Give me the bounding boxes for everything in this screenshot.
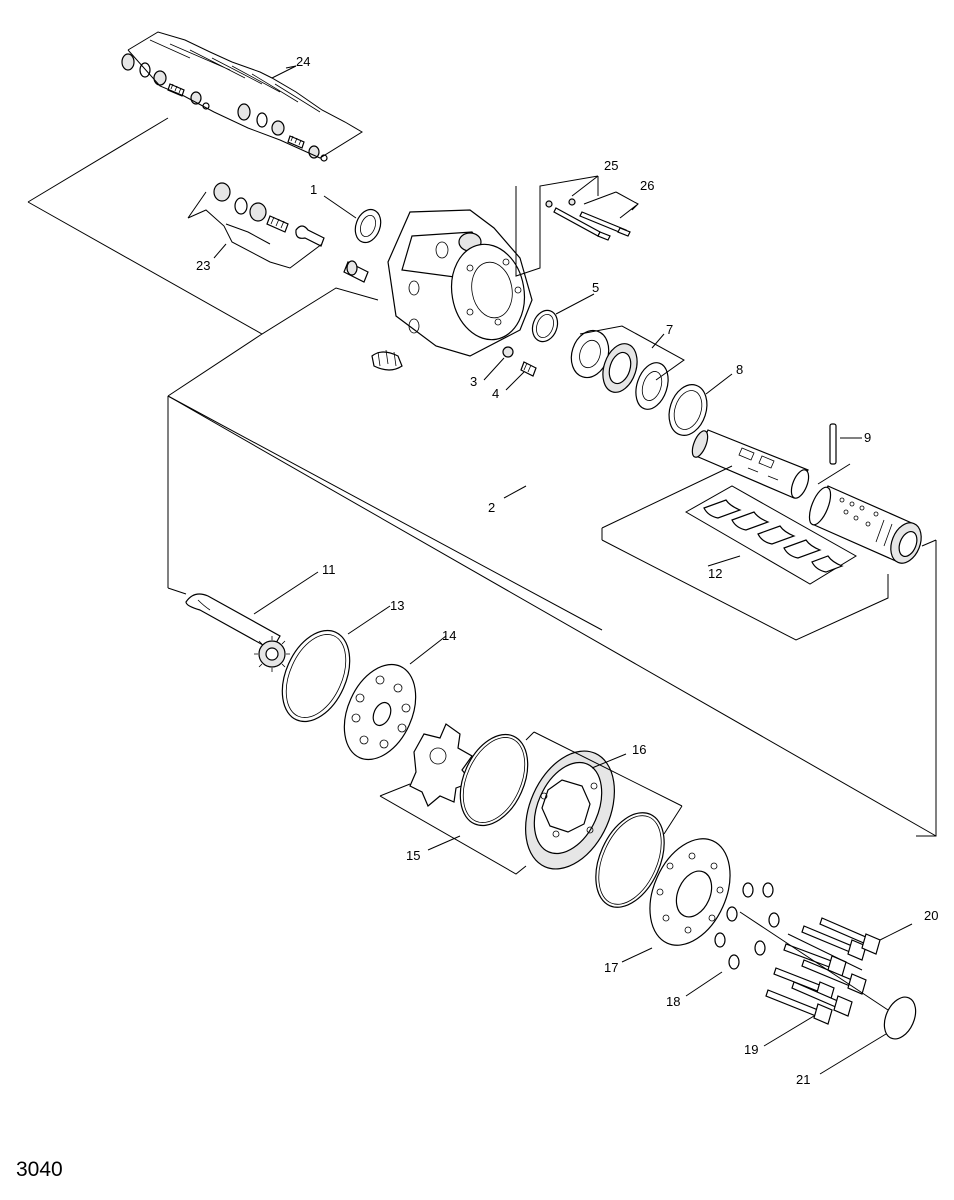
callout-1: 1 [310, 182, 317, 197]
part-4-plug [520, 361, 537, 377]
part-23-group-bracket [187, 191, 323, 269]
callout-16: 16 [632, 742, 646, 757]
callout-19: 19 [744, 1042, 758, 1057]
callout-9: 9 [864, 430, 871, 445]
callout-2: 2 [488, 500, 495, 515]
leader-16-bracket [525, 731, 683, 835]
callout-26: 26 [640, 178, 654, 193]
part-15-gerotor-ring [525, 750, 615, 870]
callout-13: 13 [390, 598, 404, 613]
callout-18: 18 [666, 994, 680, 1009]
callout-12: 12 [708, 566, 722, 581]
part-12-springs [684, 485, 857, 585]
callout-15: 15 [406, 848, 420, 863]
leader-25-26-bracket [515, 175, 639, 277]
part-23-valve-kit [187, 182, 369, 283]
callout-4: 4 [492, 386, 499, 401]
part-24-valve-kit [121, 31, 363, 162]
part-8-seal-ring [668, 384, 708, 436]
part-14-wear-plate [343, 663, 417, 761]
callout-8: 8 [736, 362, 743, 377]
callout-leaders [213, 65, 913, 1075]
part-21-cap [883, 996, 917, 1040]
part-17-end-cap [649, 838, 731, 946]
part-2-housing [371, 209, 533, 371]
part-25-balls [545, 198, 576, 208]
callout-24: 24 [296, 54, 310, 69]
callout-14: 14 [442, 628, 456, 643]
part-9-pin [829, 423, 837, 465]
part-2-spool [691, 429, 810, 499]
part-18-washers [714, 882, 780, 970]
leader-lower-assembly-bracket [167, 395, 937, 837]
part-24-upper-row [121, 53, 210, 110]
part-7-thrust-bearing [570, 325, 685, 410]
part-16-o-ring-left [459, 733, 529, 827]
callout-3: 3 [470, 374, 477, 389]
leader-housing-assembly [27, 117, 603, 631]
part-13-o-ring [281, 629, 351, 723]
callout-25: 25 [604, 158, 618, 173]
part-26-pins [553, 207, 631, 241]
callout-11: 11 [322, 562, 336, 577]
callout-labels: 1 2 3 4 5 7 8 9 11 12 13 14 15 16 17 18 … [196, 54, 938, 1087]
part-16-o-ring-right [595, 812, 665, 908]
part-3-ball [502, 346, 514, 358]
part-19-bolts [739, 911, 889, 1025]
part-2-sleeve [808, 485, 922, 564]
part-24-lower-row [237, 103, 328, 162]
leader-spool-sleeve-bracket [601, 463, 889, 641]
callout-17: 17 [604, 960, 618, 975]
part-5-o-ring [531, 309, 559, 343]
callout-7: 7 [666, 322, 673, 337]
part-1-seal [354, 208, 382, 244]
part-24-group-bracket [127, 31, 363, 159]
part-11-drive-shaft [185, 593, 290, 672]
callout-21: 21 [796, 1072, 810, 1087]
figure-number: 3040 [16, 1158, 63, 1181]
callout-20: 20 [924, 908, 938, 923]
callout-23: 23 [196, 258, 210, 273]
leader-15-bracket [379, 783, 527, 875]
callout-5: 5 [592, 280, 599, 295]
